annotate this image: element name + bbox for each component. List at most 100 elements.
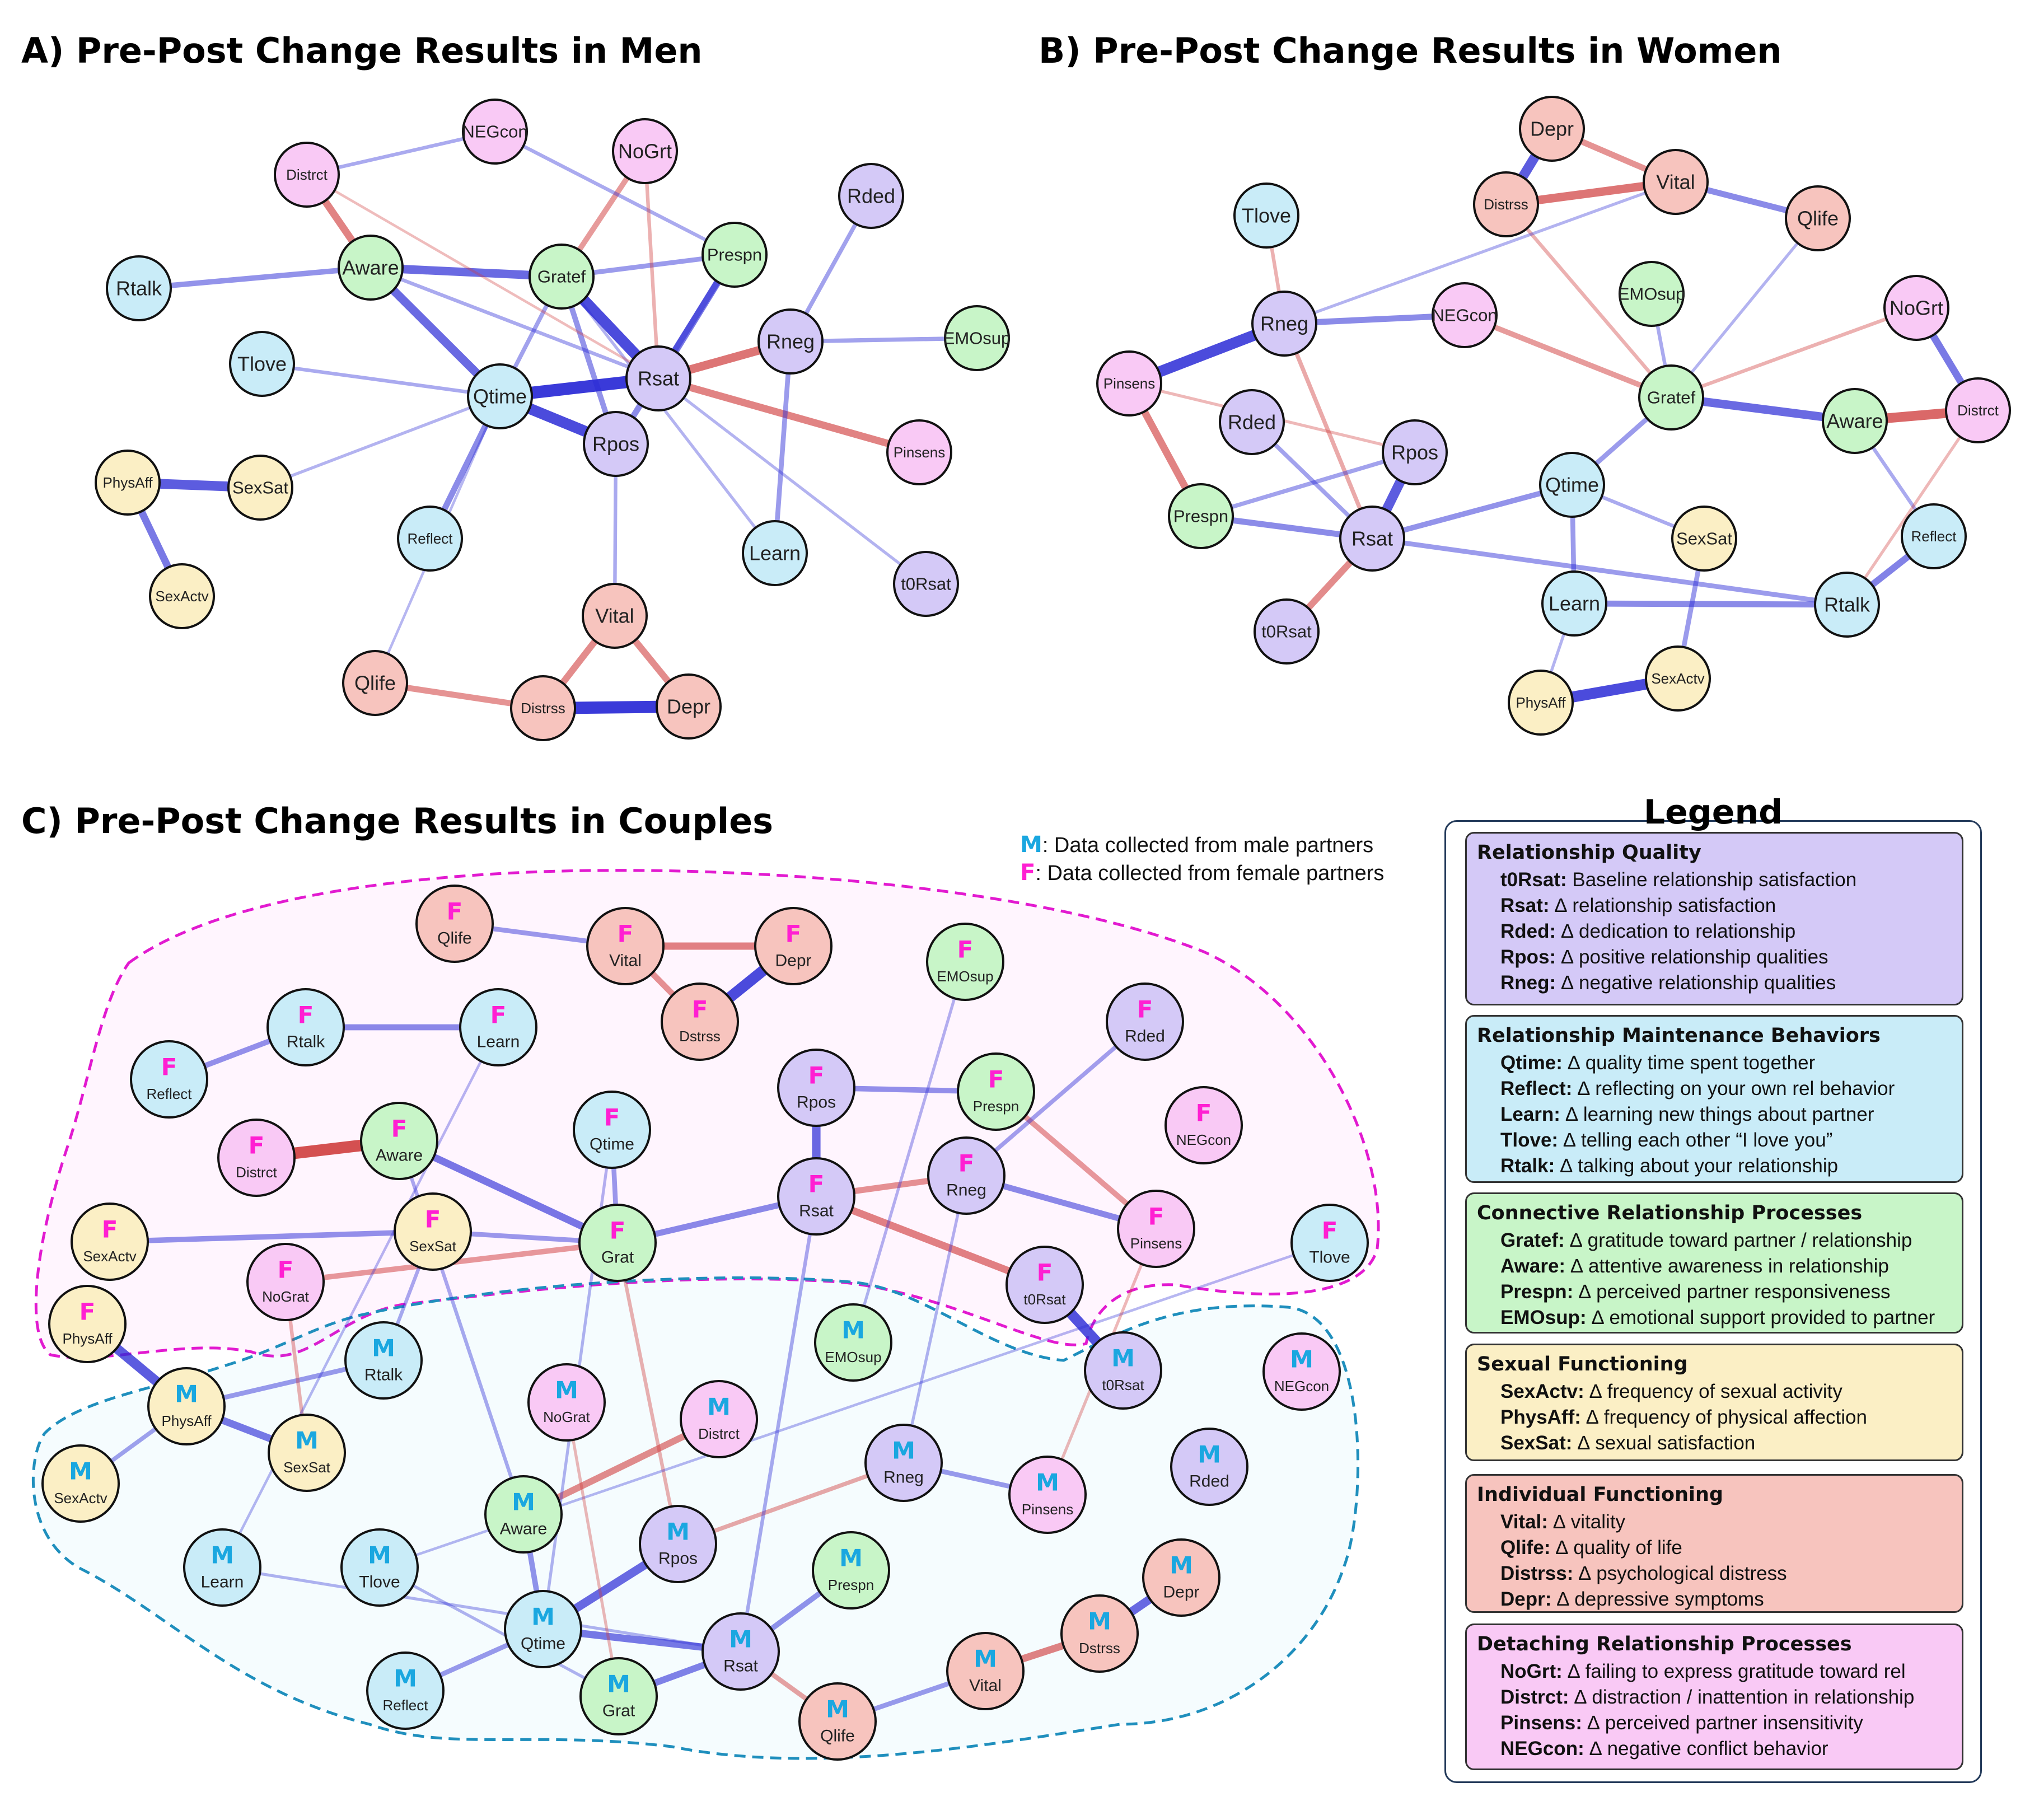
- women-edge: [1845, 409, 1980, 606]
- men-node-rtalk: Rtalk: [106, 255, 172, 321]
- men-edge: [259, 395, 502, 489]
- node-label: Tlove: [1242, 204, 1291, 227]
- node-label: Qlife: [1797, 207, 1839, 230]
- node-circle: [625, 345, 691, 411]
- node-circle: [268, 1414, 346, 1492]
- men-node-reflect: Reflect: [397, 506, 463, 572]
- women-node-distrct: Distrct: [1945, 377, 2011, 443]
- node-label: Rtalk: [364, 1365, 403, 1384]
- node-circle: [812, 1531, 890, 1610]
- couples-edge: [812, 1192, 1049, 1289]
- node-label: NoGrt: [618, 140, 672, 163]
- node-circle: [1006, 1246, 1084, 1324]
- men-node-distrss: Distrss: [510, 675, 576, 741]
- node-label: Rneg: [1260, 312, 1308, 335]
- legend-item: Aware: ∆ attentive awareness in relation…: [1477, 1253, 1952, 1279]
- men-node-rpos: Rpos: [583, 411, 649, 477]
- legend-item: SexActv: ∆ frequency of sexual activity: [1477, 1379, 1952, 1405]
- legend-item: NoGrt: ∆ failing to express gratitude to…: [1477, 1659, 1952, 1685]
- node-circle: [1541, 570, 1607, 637]
- node-partner-tag: F: [425, 1206, 441, 1233]
- men-node-rded: Rded: [838, 163, 904, 229]
- node-partner-tag: F: [161, 1054, 177, 1081]
- women-edge: [1369, 482, 1575, 541]
- node-circle: [183, 1528, 261, 1607]
- node-circle: [462, 99, 528, 165]
- node-label: SexActv: [54, 1490, 107, 1506]
- women-node-tlove: Tlove: [1233, 183, 1299, 249]
- node-label: SexSat: [283, 1459, 331, 1476]
- node-circle: [366, 1651, 445, 1730]
- node-label: Aware: [500, 1519, 548, 1538]
- node-circle: [757, 308, 824, 375]
- node-label: Rded: [1228, 411, 1276, 434]
- node-label: EMOsup: [937, 968, 993, 985]
- node-partner-tag: F: [102, 1216, 118, 1243]
- women-node-depr: Depr: [1519, 96, 1585, 162]
- node-partner-tag: F: [958, 1150, 975, 1177]
- legend-item-text: ∆ reflecting on your own rel behavior: [1572, 1078, 1895, 1100]
- svg-text:M: Data collected from male pa: M: Data collected from male partners: [1020, 832, 1373, 858]
- node-circle: [777, 1049, 855, 1127]
- node-label: PhysAff: [62, 1330, 113, 1347]
- node-label: Qlife: [354, 672, 396, 695]
- legend-item-code: SexSat:: [1500, 1432, 1573, 1454]
- men-node-learn: Learn: [742, 520, 808, 586]
- node-label: Depr: [775, 951, 811, 970]
- legend-item-code: Aware:: [1500, 1255, 1566, 1277]
- men-node-t0rsat: t0Rsat: [893, 551, 959, 617]
- legend-item: Rpos: ∆ positive relationship qualities: [1477, 944, 1952, 970]
- node-circle: [946, 1632, 1025, 1710]
- node-label: PhysAff: [1516, 694, 1566, 711]
- node-circle: [510, 675, 576, 741]
- node-circle: [484, 1475, 563, 1554]
- women-node-rsat: Rsat: [1339, 506, 1405, 572]
- node-label: NoGrt: [1890, 297, 1943, 320]
- node-partner-tag: M: [394, 1665, 417, 1692]
- node-label: Rtalk: [116, 277, 162, 300]
- legend-item: Rsat: ∆ relationship satisfaction: [1477, 893, 1952, 919]
- node-label: PhysAff: [161, 1412, 212, 1429]
- node-label: Pinsens: [894, 444, 946, 461]
- node-circle: [578, 1204, 657, 1282]
- node-circle: [1219, 389, 1285, 455]
- node-circle: [926, 923, 1004, 1001]
- node-label: Aware: [376, 1146, 423, 1164]
- node-label: SexActv: [155, 588, 208, 605]
- men-node-qtime: Qtime: [467, 363, 533, 429]
- legend-item-code: NoGrt:: [1500, 1660, 1563, 1682]
- node-circle: [1254, 598, 1320, 665]
- node-circle: [1008, 1456, 1087, 1534]
- legend-item-text: ∆ telling each other “I love you”: [1558, 1129, 1833, 1151]
- legend-item-code: Prespn:: [1500, 1281, 1574, 1303]
- node-partner-tag: M: [531, 1603, 555, 1631]
- node-circle: [661, 982, 739, 1061]
- title-men: A) Pre-Post Change Results in Men: [21, 30, 703, 71]
- node-label: Pinsens: [1130, 1235, 1182, 1252]
- node-label: NEGcon: [1432, 306, 1497, 325]
- node-label: Rpos: [658, 1549, 698, 1568]
- node-circle: [742, 520, 808, 586]
- node-circle: [864, 1424, 943, 1502]
- node-partner-tag: F: [298, 1002, 314, 1029]
- men-node-rsat: Rsat: [625, 345, 691, 411]
- men-node-gratef: Gratef: [529, 244, 595, 310]
- node-partner-tag: M: [841, 1317, 865, 1344]
- men-edge: [493, 129, 737, 257]
- male-note-text: : Data collected from male partners: [1042, 834, 1373, 857]
- women-edge: [1283, 180, 1677, 325]
- legend-item-code: Rsat:: [1500, 895, 1550, 916]
- node-partner-tag: M: [1036, 1469, 1059, 1496]
- node-circle: [130, 1040, 208, 1119]
- legend-item-text: ∆ sexual satisfaction: [1572, 1432, 1756, 1454]
- legend-item-text: Baseline relationship satisfaction: [1566, 869, 1857, 891]
